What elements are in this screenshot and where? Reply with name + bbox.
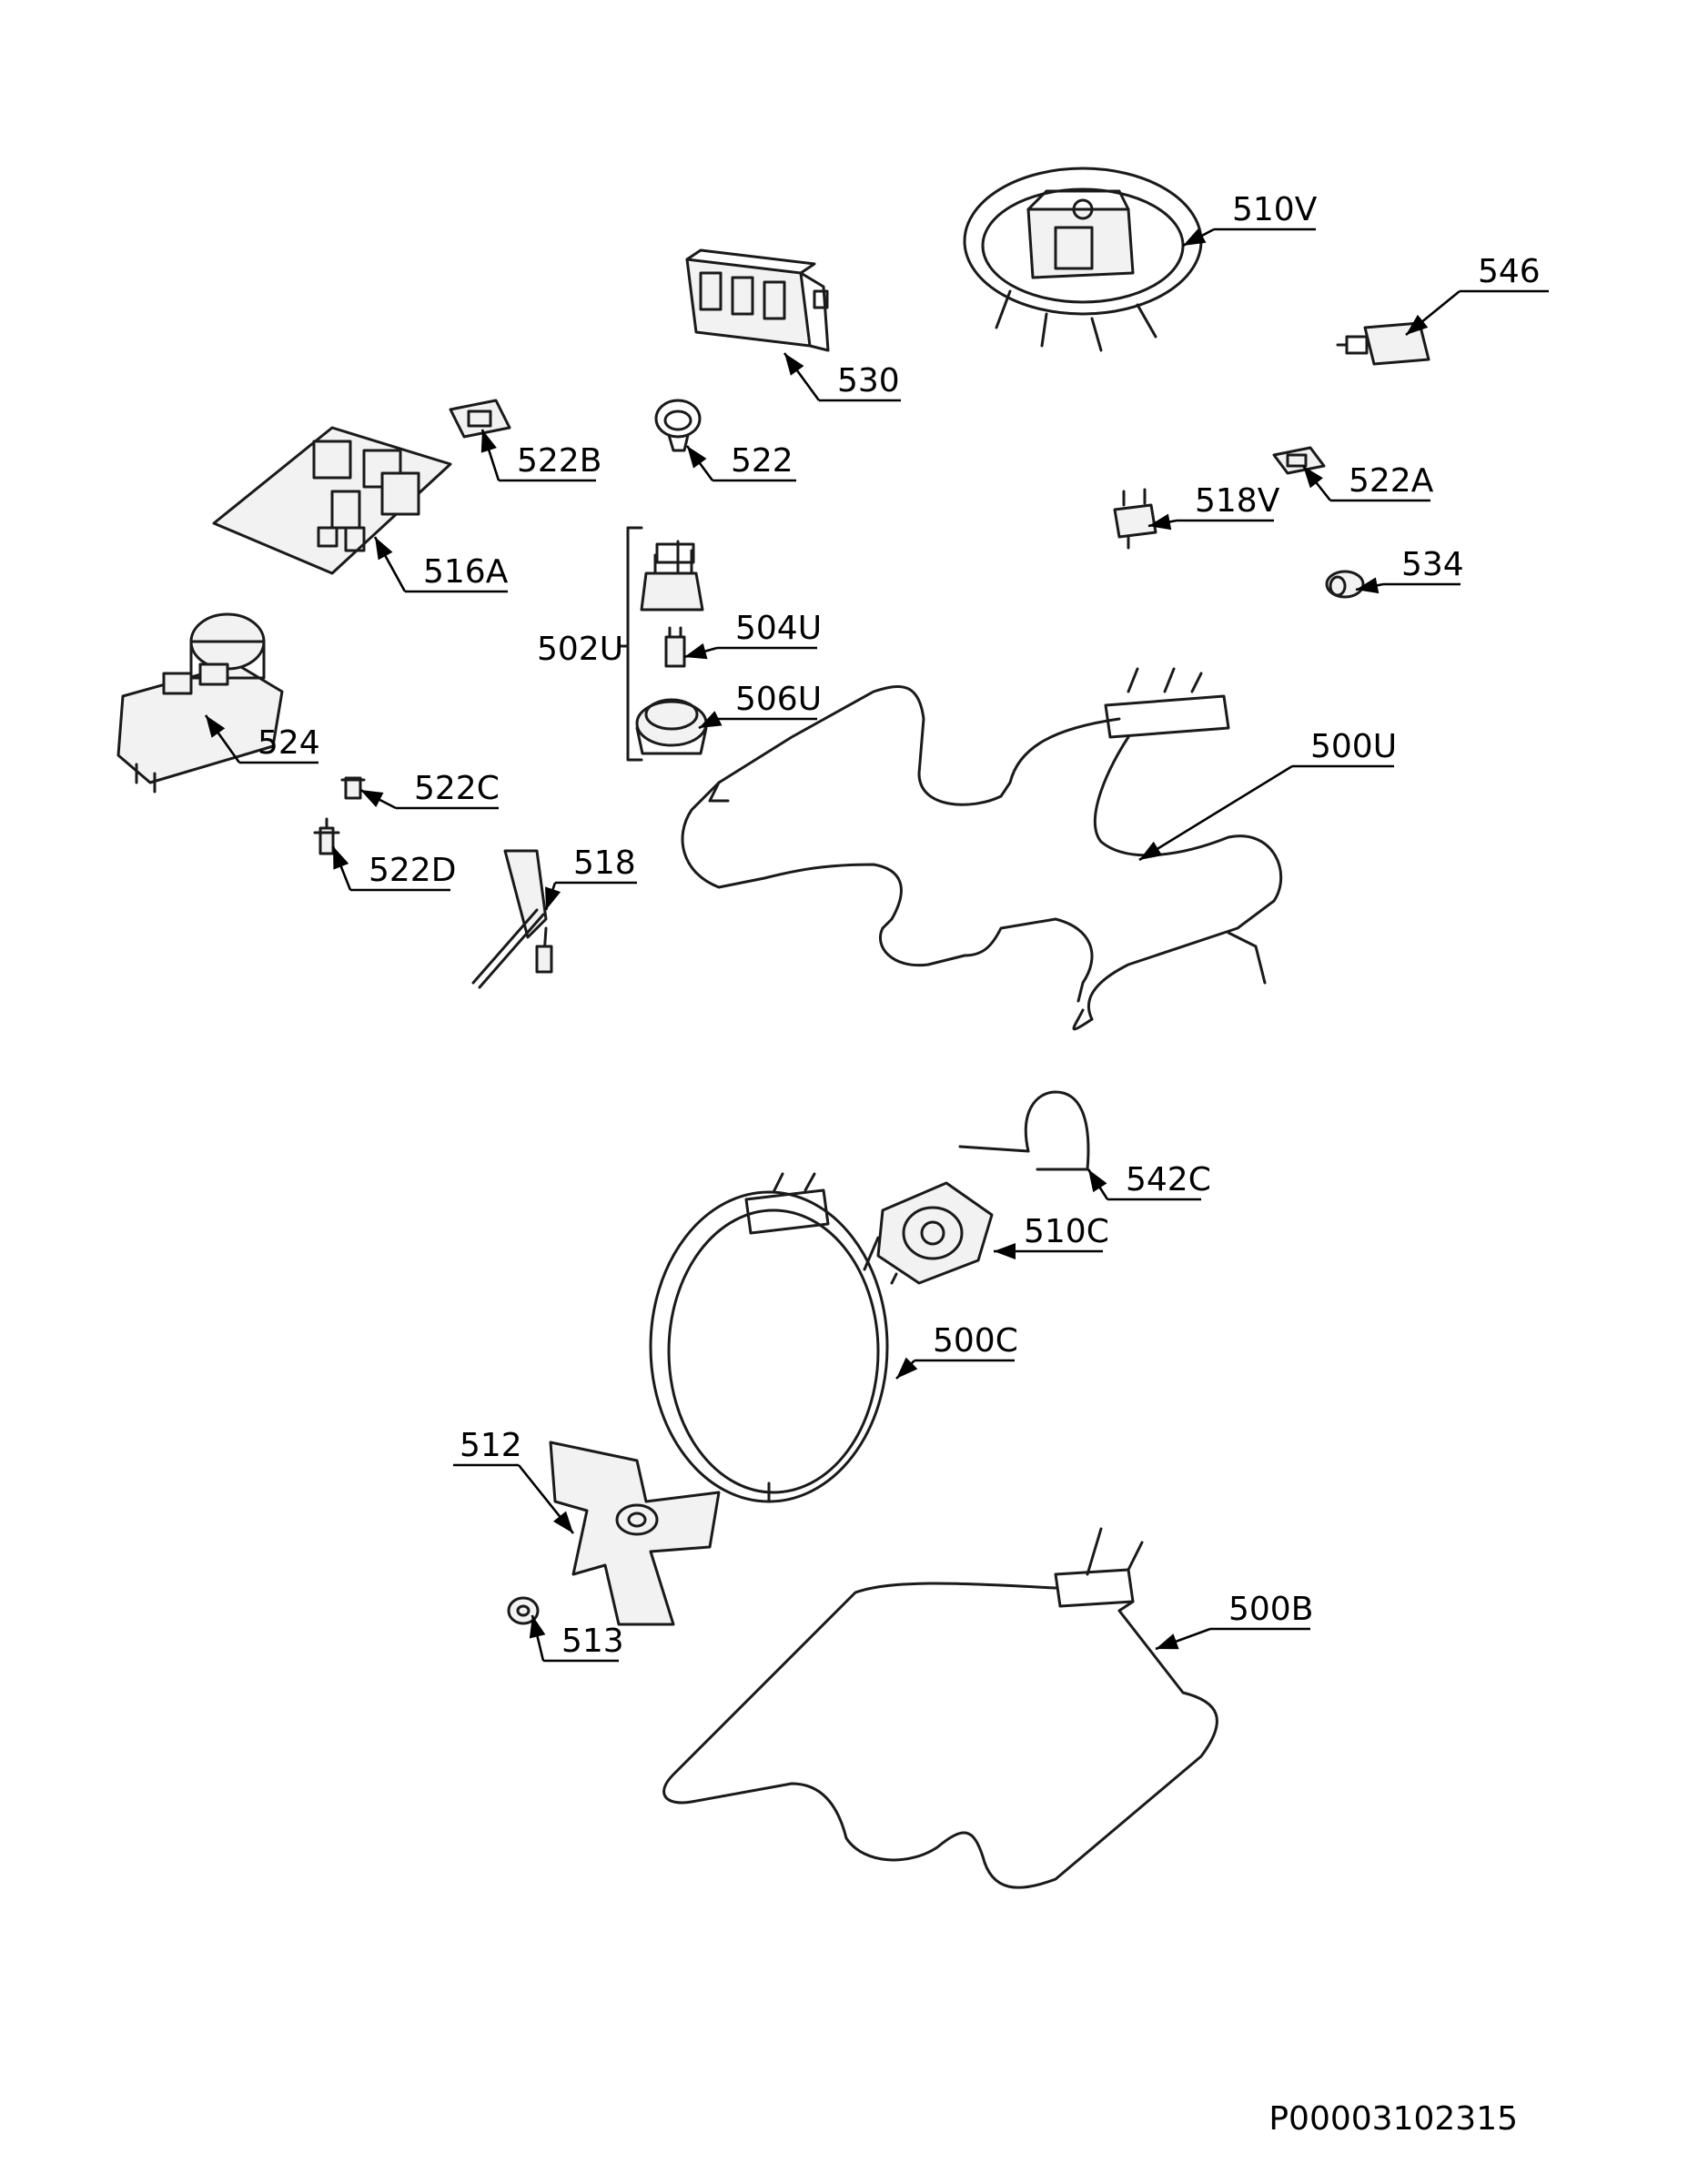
document-number: P00003102315	[1268, 2100, 1518, 2138]
callout-label: 513	[561, 1623, 624, 1660]
callout-arrowhead	[545, 886, 561, 910]
callout-label: 524	[258, 724, 320, 762]
callout-label: 500U	[1310, 728, 1397, 765]
lamp-bulb-504u	[664, 626, 686, 668]
control-board-516a	[212, 426, 452, 575]
callout-arrowhead	[552, 1511, 573, 1533]
callout-arrowhead	[1183, 228, 1207, 246]
callout-arrowhead	[684, 642, 708, 660]
callout-524: 524	[204, 714, 320, 764]
callout-label: 534	[1401, 546, 1464, 583]
bottom-heating-element-500b	[662, 1527, 1218, 1889]
callout-510v: 510V	[1182, 191, 1318, 248]
callout-522a: 522A	[1301, 462, 1434, 502]
callout-leader	[1138, 764, 1293, 862]
bracket-522a	[1272, 446, 1326, 475]
callout-arrowhead	[994, 1243, 1016, 1259]
callout-label: 502U	[537, 631, 623, 668]
clip-522c	[340, 776, 366, 800]
callout-label: 518V	[1195, 482, 1280, 520]
callout-534: 534	[1355, 546, 1464, 594]
callout-arrowhead	[699, 711, 723, 728]
callout-506u: 506U	[698, 681, 822, 730]
lamp-holder-502u	[640, 540, 704, 612]
callout-label: 500C	[933, 1322, 1018, 1360]
lamp-cover-506u	[635, 698, 708, 755]
terminal-block-530	[685, 248, 830, 352]
callout-label: 522	[731, 442, 793, 480]
callout-518: 518	[544, 844, 637, 911]
callout-504u: 504U	[683, 610, 822, 660]
bracket-522b	[449, 399, 511, 439]
fan-blade-512	[549, 1441, 721, 1626]
callout-label: 546	[1478, 253, 1541, 290]
callout-label: 530	[837, 362, 900, 399]
callout-layer: 510V 546 530 522B 522 522A 518V 516A 534 504U 502U…	[204, 191, 1549, 1663]
callout-512: 512	[453, 1427, 575, 1534]
timer-524	[116, 612, 284, 794]
callout-arrowhead	[1156, 1633, 1179, 1650]
callout-arrowhead	[784, 353, 804, 376]
callout-label: 512	[460, 1427, 522, 1464]
callout-arrowhead	[687, 446, 707, 469]
callout-513: 513	[529, 1614, 624, 1663]
callout-522d: 522D	[331, 845, 456, 892]
callout-label: 542C	[1126, 1161, 1211, 1198]
callout-arrowhead	[333, 846, 349, 870]
nut-513	[507, 1596, 540, 1625]
fan-motor-assembly-510v	[963, 167, 1203, 352]
circular-heating-element-500c	[649, 1172, 889, 1503]
callout-arrowhead	[1356, 577, 1380, 594]
wire-clip-542c	[958, 1090, 1090, 1171]
callout-arrowhead	[896, 1357, 918, 1379]
callout-label: 522B	[517, 442, 601, 480]
callout-label: 510V	[1232, 191, 1318, 228]
callout-510c: 510C	[994, 1213, 1109, 1259]
callout-arrowhead	[360, 790, 384, 807]
callout-label: 506U	[735, 681, 822, 718]
cap-534	[1325, 570, 1365, 599]
callout-516a: 516A	[373, 536, 509, 593]
clip-522d	[313, 817, 340, 855]
callout-arrowhead	[480, 430, 497, 453]
callout-arrowhead	[529, 1615, 546, 1639]
callout-518v: 518V	[1147, 482, 1280, 531]
callout-label: 518	[573, 844, 636, 882]
sensor-518v	[1113, 488, 1157, 550]
lamp-assembly-502u	[617, 526, 643, 762]
callout-546: 546	[1405, 253, 1549, 337]
callout-arrowhead	[375, 537, 393, 561]
callout-522b: 522B	[480, 429, 601, 482]
callout-530: 530	[783, 352, 901, 402]
callout-542c: 542C	[1087, 1161, 1211, 1201]
upper-heating-element-500u	[681, 667, 1283, 1031]
callout-label: 500B	[1228, 1591, 1313, 1628]
callout-arrowhead	[1139, 841, 1163, 860]
callout-500c: 500C	[895, 1322, 1018, 1380]
callout-arrowhead	[1088, 1169, 1107, 1193]
callout-label: 522C	[414, 770, 500, 807]
small-component-546	[1336, 321, 1430, 366]
callout-500u: 500U	[1138, 728, 1397, 862]
callout-label: 516A	[423, 553, 509, 591]
callout-arrowhead	[1303, 466, 1323, 489]
callout-522: 522	[685, 442, 796, 482]
callout-arrowhead	[206, 715, 226, 738]
temperature-probe-518	[471, 849, 553, 989]
callout-arrowhead	[1406, 314, 1429, 335]
callout-label: 504U	[735, 610, 822, 647]
callout-label: 522A	[1349, 462, 1434, 500]
fan-motor-510c	[863, 1181, 994, 1285]
clip-522	[654, 399, 702, 452]
callout-label: 522D	[369, 852, 456, 889]
callout-502u: 502U	[537, 631, 623, 668]
callout-label: 510C	[1024, 1213, 1109, 1250]
callout-522c: 522C	[359, 770, 500, 810]
callout-arrowhead	[1148, 513, 1172, 531]
callout-500b: 500B	[1155, 1591, 1313, 1651]
